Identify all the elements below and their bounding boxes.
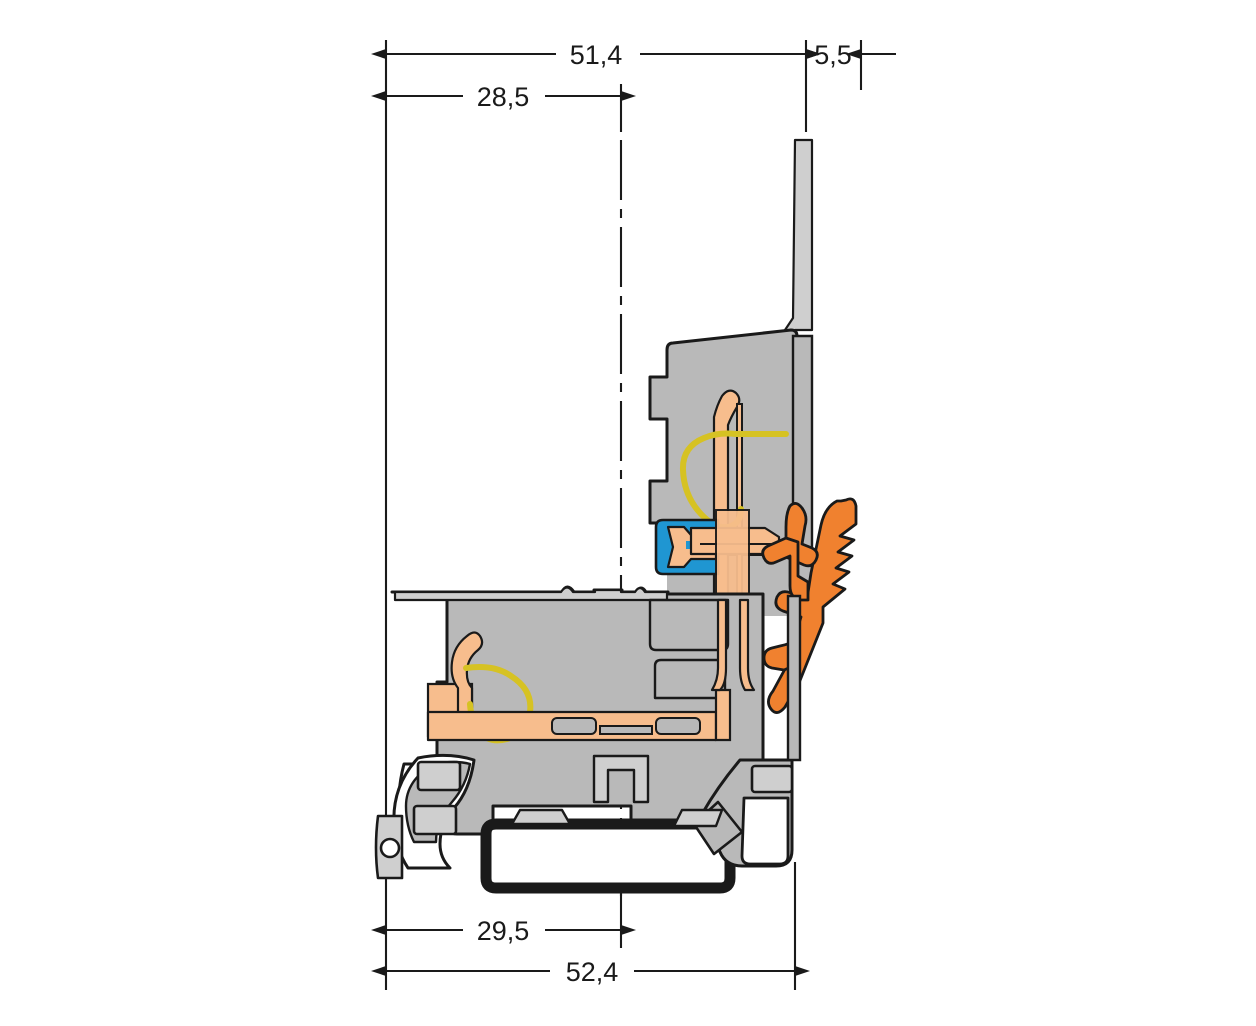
dimension-label-28-5: 28,5	[477, 82, 530, 112]
dimension-label-29-5: 29,5	[477, 916, 530, 946]
latch-tooth-2	[412, 804, 458, 836]
bus-bar-vertical-riser	[714, 688, 732, 742]
dimension-label-52-4: 52,4	[566, 957, 619, 987]
dimension-label-5-5: 5,5	[814, 40, 852, 70]
bus-bar-cutout-slot	[599, 725, 653, 735]
latch-tooth-1	[416, 760, 462, 792]
housing-recess-upper-right	[648, 598, 730, 652]
dimension-lines-top	[371, 49, 896, 101]
foot-pivot-left	[379, 837, 401, 859]
bus-bar-cutout-1	[551, 717, 597, 735]
rail-stop-right	[672, 808, 724, 828]
contact-prong-right	[738, 598, 756, 692]
dimension-label-51-4: 51,4	[570, 40, 623, 70]
mounting-tab-upper	[779, 138, 814, 347]
dimension-lines-bottom	[371, 925, 810, 976]
terminal-block-assembly	[374, 138, 858, 894]
locking-window	[592, 754, 650, 804]
foot-tooth-right	[750, 764, 794, 794]
bus-bar-cutouts	[551, 717, 701, 735]
conductor-hook-left	[450, 631, 484, 736]
conductor-collar	[715, 509, 750, 601]
lever-guide-rail	[786, 594, 802, 762]
bus-bar-cutout-2	[655, 717, 701, 735]
rail-stop-left	[510, 808, 572, 826]
foot-relief-right	[740, 796, 790, 866]
main-housing-top-lip	[393, 586, 669, 602]
housing-recess-center	[653, 658, 727, 700]
contact-prong-left	[710, 598, 728, 692]
foot-latch-left-teeth	[412, 760, 462, 836]
din-rail-channel	[480, 818, 736, 894]
